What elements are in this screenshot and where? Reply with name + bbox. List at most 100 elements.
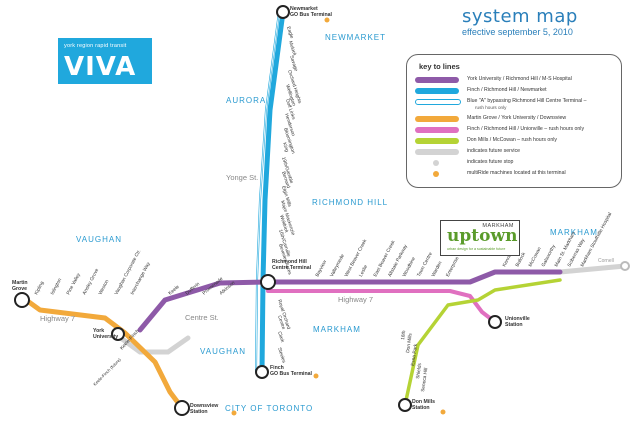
legend-item-multiride: multiRide machines located at this termi…: [415, 169, 615, 180]
uptown-sign-top: MARKHAM: [482, 223, 514, 229]
stop-label: Weston: [97, 279, 110, 296]
stop-label: Warden: [430, 260, 443, 278]
legend-item-blue-a: Blue "A" bypassing Richmond Hill Centre …: [415, 97, 615, 113]
stop-label: Bayview: [314, 259, 328, 278]
stop-label: Clark: [276, 331, 285, 344]
stop-label: Mulock: [287, 40, 298, 57]
legend-swatch-blue-a: [415, 99, 461, 105]
multiride-icon-newmarket: [324, 17, 330, 23]
future-stop-icon: [433, 160, 439, 166]
terminal-label-cornell: Cornell: [598, 258, 614, 264]
region-label-newmarket: NEWMARKET: [325, 33, 386, 42]
legend-swatch-future-service: [415, 149, 459, 155]
legend-item-future-service: indicates future service: [415, 147, 615, 158]
logo-tagline: york region rapid transit: [64, 43, 127, 49]
stop-label: Islington: [49, 277, 63, 296]
terminal-downsview[interactable]: [174, 400, 190, 416]
stop-label: Keele-Finch (future): [92, 357, 122, 387]
legend-item-future-stop: indicates future stop: [415, 158, 615, 169]
terminal-newmarket[interactable]: [276, 5, 290, 19]
stop-label: Steeles: [276, 347, 287, 365]
logo-wordmark: VIVA: [64, 52, 137, 82]
blue-a-line-inner: [255, 11, 280, 373]
terminal-don-mills[interactable]: [398, 398, 412, 412]
terminal-finch[interactable]: [255, 365, 269, 379]
terminal-york-university[interactable]: [111, 327, 125, 341]
stop-label: King: [281, 142, 290, 153]
stop-label: Seneca Hill: [420, 367, 429, 392]
road-label-yonge: Yonge St.: [226, 173, 258, 182]
region-label-vaughan: VAUGHAN: [76, 235, 122, 244]
legend: key to lines York University / Richmond …: [406, 54, 622, 188]
road-label-highway7-east: Highway 7: [338, 295, 373, 304]
stop-label: Woodbine: [401, 256, 417, 278]
legend-label-orange: Martin Grove / York University / Downsvi…: [467, 115, 567, 121]
future-line-york-u: [115, 333, 191, 355]
legend-swatch-purple: [415, 77, 459, 83]
terminal-unionville[interactable]: [488, 315, 502, 329]
region-label-markham-south: MARKHAM: [313, 325, 361, 334]
legend-item-blue: Finch / Richmond Hill / Newmarket: [415, 86, 615, 97]
legend-swatch-pink: [415, 127, 459, 133]
page-subtitle: effective september 5, 2010: [462, 27, 573, 37]
stop-label: Bernard: [280, 171, 291, 189]
page-title: system map: [462, 6, 578, 27]
future-line-cornell: [557, 263, 628, 275]
legend-label-blue: Finch / Richmond Hill / Newmarket: [467, 87, 547, 93]
multiride-icon-don-mills: [440, 409, 446, 415]
stop-label: Weldrick: [278, 214, 290, 234]
legend-title: key to lines: [419, 62, 460, 71]
stop-label: Don Mills: [405, 332, 414, 353]
region-label-richmond-hill: RICHMOND HILL: [312, 198, 388, 207]
legend-note-blue-a: rush hours only: [475, 105, 507, 110]
uptown-sign-tagline: urban design for a sustainable future: [447, 247, 506, 251]
stop-label: Shields: [415, 362, 423, 379]
legend-item-orange: Martin Grove / York University / Downsvi…: [415, 114, 615, 125]
terminal-richmond-hill[interactable]: [260, 274, 276, 290]
legend-label-blue-a: Blue "A" bypassing Richmond Hill Centre …: [467, 98, 587, 104]
stop-label: Savage: [288, 55, 299, 73]
stop-label: Eagle: [285, 26, 295, 40]
viva-logo: york region rapid transit VIVA: [58, 38, 152, 84]
stop-label: Leslie: [358, 264, 369, 278]
green-line: [403, 278, 562, 407]
legend-swatch-green: [415, 138, 459, 144]
terminal-martin-grove[interactable]: [14, 292, 30, 308]
orange-line: [19, 294, 185, 411]
stop-label: Kipling: [33, 280, 45, 296]
legend-label-multiride: multiRide machines located at this termi…: [467, 170, 566, 176]
markham-uptown-sign: MARKHAM uptown urban design for a sustai…: [440, 220, 520, 256]
region-label-aurora: AURORA: [226, 96, 266, 105]
stop-label: Enterprise: [445, 256, 461, 278]
legend-label-future-service: indicates future service: [467, 148, 521, 154]
stop-label: Valleymede: [329, 253, 346, 278]
stop-label: Pine Valley: [65, 272, 82, 296]
legend-label-green: Don Mills / McCowan – rush hours only: [467, 137, 557, 143]
uptown-sign-word: uptown: [447, 226, 518, 246]
multiride-icon-finch: [313, 373, 319, 379]
legend-swatch-orange: [415, 116, 459, 122]
legend-label-future-stop: indicates future stop: [467, 159, 514, 165]
legend-label-pink: Finch / Richmond Hill / Unionville – rus…: [467, 126, 585, 132]
region-label-vaughan-south: VAUGHAN: [200, 347, 246, 356]
road-label-centre-st: Centre St.: [185, 313, 219, 322]
region-label-markham: MARKHAM: [550, 228, 598, 237]
stop-label: Ansley Grove: [81, 267, 100, 296]
header: system map effective september 5, 2010: [462, 6, 632, 37]
region-label-toronto: CITY OF TORONTO: [225, 404, 313, 413]
stop-label: Esna Park: [410, 343, 419, 366]
stop-label: 16th: [400, 330, 407, 340]
stop-label: Centre: [276, 315, 286, 331]
legend-swatch-blue: [415, 88, 459, 94]
legend-item-green: Don Mills / McCowan – rush hours only: [415, 136, 615, 147]
terminal-cornell[interactable]: [620, 261, 630, 271]
legend-label-purple: York University / Richmond Hill / M-S Ho…: [467, 76, 572, 82]
multiride-icon-downsview: [231, 410, 237, 416]
